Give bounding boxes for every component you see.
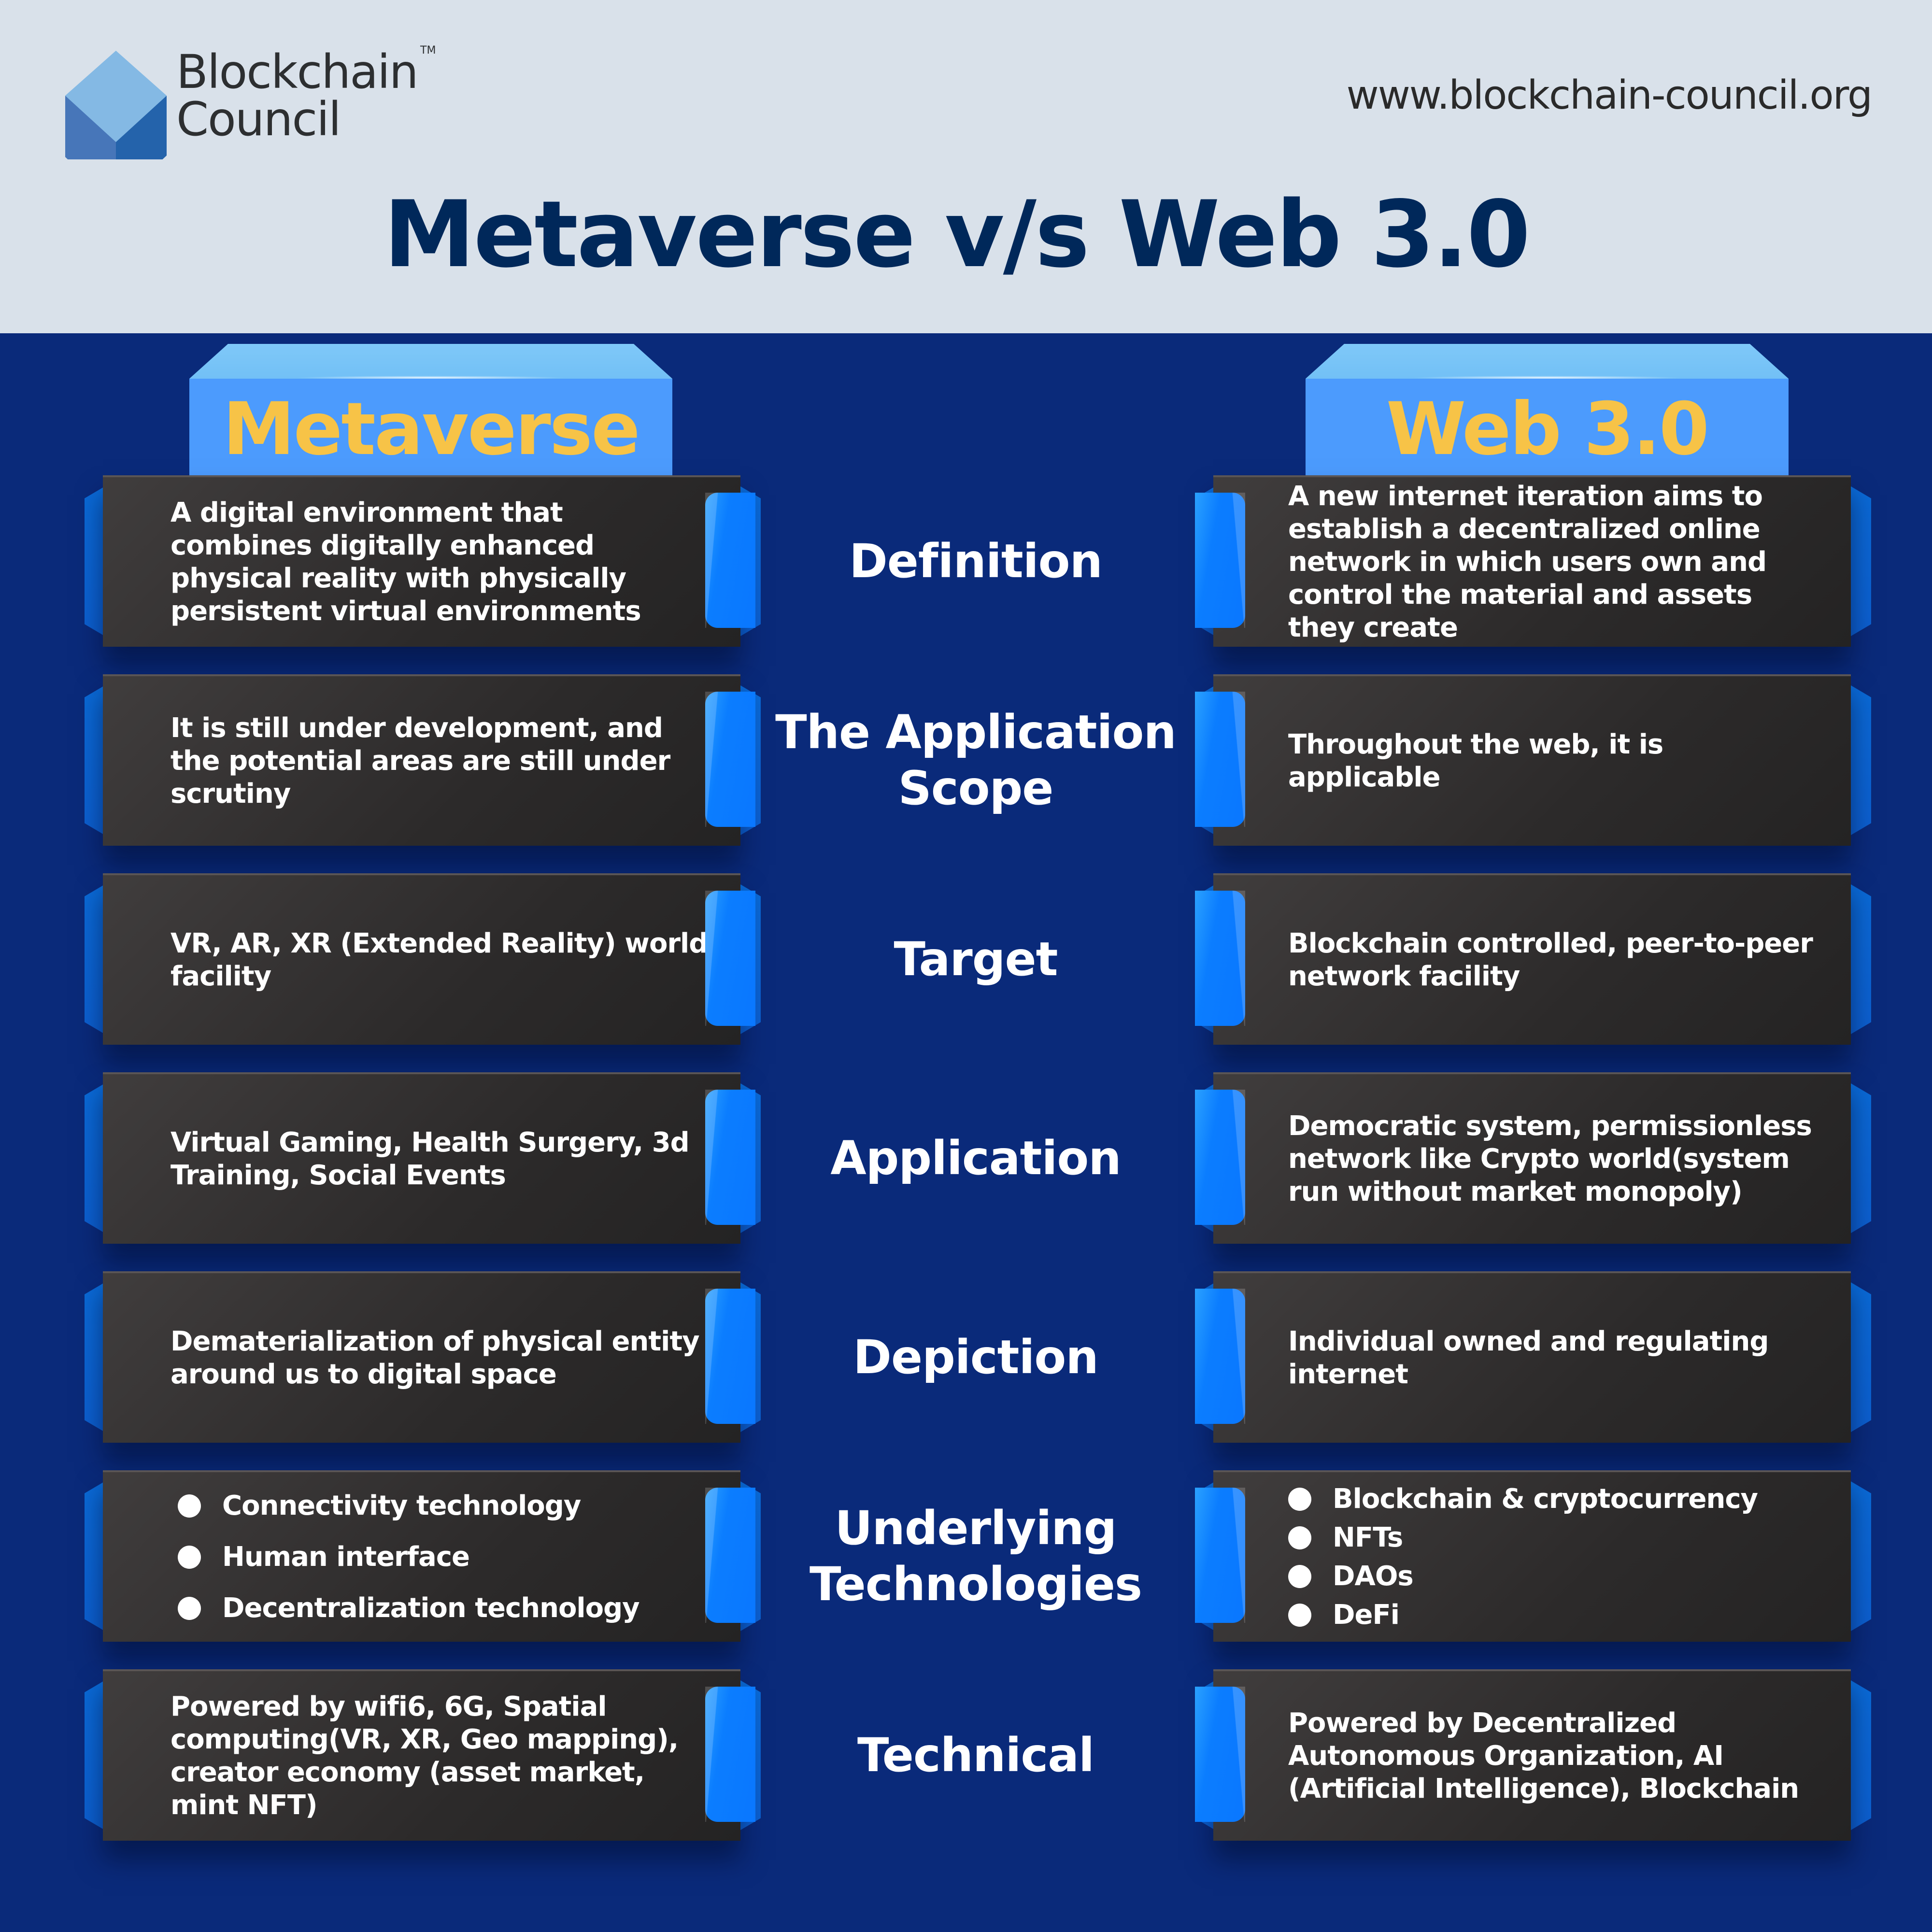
metaverse-tech-list: Connectivity technology Human interface … xyxy=(178,1480,640,1634)
list-item: Blockchain & cryptocurrency xyxy=(1288,1480,1758,1519)
web3-tech-list: Blockchain & cryptocurrency NFTs DAOs De… xyxy=(1288,1480,1758,1634)
card-side-tab xyxy=(1195,1687,1245,1822)
metaverse-application-card: Virtual Gaming, Health Surgery, 3d Train… xyxy=(103,1072,740,1244)
header-box-front xyxy=(189,379,672,475)
metaverse-technical-card: Powered by wifi6, 6G, Spatial computing(… xyxy=(103,1669,740,1841)
web3-technical-card: Powered by Decentralized Autonomous Orga… xyxy=(1213,1669,1851,1841)
list-item: Decentralization technology xyxy=(178,1583,640,1634)
metaverse-column-label: Metaverse xyxy=(223,387,640,471)
row-label-application-scope: The Application Scope xyxy=(775,705,1177,815)
web3-application-scope-card: Throughout the web, it is applicable xyxy=(1213,674,1851,846)
metaverse-depiction-text: Dematerialization of physical entity aro… xyxy=(170,1325,700,1390)
web3-column-header: Web 3.0 xyxy=(1306,344,1789,475)
logo-wordmark: Blockchain Council xyxy=(176,45,419,146)
web3-application-text: Democratic system, permissionless networ… xyxy=(1288,1110,1812,1208)
row-label-underlying-technologies: Underlying Technologies xyxy=(809,1501,1142,1611)
logo-line-1: Blockchain xyxy=(176,45,419,99)
card-side-tab xyxy=(1195,493,1245,628)
header-banner: Blockchain Council TM www.blockchain-cou… xyxy=(0,0,1932,333)
web3-column-label: Web 3.0 xyxy=(1386,387,1709,471)
row-label-technical: Technical xyxy=(857,1728,1094,1782)
metaverse-target-text: VR, AR, XR (Extended Reality) world faci… xyxy=(170,927,708,992)
list-item: NFTs xyxy=(1288,1519,1758,1557)
list-item: DeFi xyxy=(1288,1596,1758,1634)
list-item: Connectivity technology xyxy=(178,1480,639,1532)
metaverse-depiction-card: Dematerialization of physical entity aro… xyxy=(103,1271,740,1443)
web3-technical-text: Powered by Decentralized Autonomous Orga… xyxy=(1288,1707,1799,1804)
list-item: DAOs xyxy=(1288,1557,1758,1596)
header-box-front xyxy=(1306,379,1789,475)
metaverse-application-text: Virtual Gaming, Health Surgery, 3d Train… xyxy=(170,1126,690,1191)
web3-definition-text: A new internet iteration aims to establi… xyxy=(1288,480,1767,643)
card-side-tab xyxy=(705,1687,755,1822)
card-side-tab xyxy=(705,1488,755,1623)
website-url: www.blockchain-council.org xyxy=(1346,72,1873,118)
card-side-tab xyxy=(705,891,755,1026)
web3-depiction-card: Individual owned and regulating internet xyxy=(1213,1271,1851,1443)
web3-target-card: Blockchain controlled, peer-to-peer netw… xyxy=(1213,873,1851,1045)
metaverse-definition-card: A digital environment that combines digi… xyxy=(103,475,740,647)
header-box-roof xyxy=(1306,344,1789,379)
web3-application-card: Democratic system, permissionless networ… xyxy=(1213,1072,1851,1244)
web3-depiction-text: Individual owned and regulating internet xyxy=(1288,1325,1769,1390)
metaverse-target-card: VR, AR, XR (Extended Reality) world faci… xyxy=(103,873,740,1045)
trademark-symbol: TM xyxy=(420,44,436,57)
card-side-tab xyxy=(705,493,755,628)
row-label-depiction: Depiction xyxy=(853,1330,1098,1384)
card-side-tab xyxy=(705,1090,755,1225)
list-item: Human interface xyxy=(178,1532,639,1583)
card-side-tab xyxy=(1195,1090,1245,1225)
logo-line-2: Council xyxy=(176,92,341,146)
card-side-tab xyxy=(705,692,755,827)
card-side-tab xyxy=(705,1289,755,1424)
metaverse-application-scope-text: It is still under development, and the p… xyxy=(170,712,670,810)
row-label-application: Application xyxy=(830,1131,1121,1185)
metaverse-technical-text: Powered by wifi6, 6G, Spatial computing(… xyxy=(170,1690,679,1821)
header-box-roof xyxy=(189,344,672,379)
web3-application-scope-text: Throughout the web, it is applicable xyxy=(1288,728,1663,793)
page-title: Metaverse v/s Web 3.0 xyxy=(384,181,1530,288)
metaverse-application-scope-card: It is still under development, and the p… xyxy=(103,674,740,846)
card-side-tab xyxy=(1195,1488,1245,1623)
row-label-definition: Definition xyxy=(849,534,1103,588)
blockchain-council-logo: Blockchain Council TM xyxy=(65,44,452,159)
web3-definition-card: A new internet iteration aims to establi… xyxy=(1213,475,1851,647)
web3-target-text: Blockchain controlled, peer-to-peer netw… xyxy=(1288,927,1813,992)
row-label-target: Target xyxy=(894,932,1058,986)
metaverse-definition-text: A digital environment that combines digi… xyxy=(170,497,641,627)
roof-highlight xyxy=(296,376,566,380)
metaverse-underlying-tech-card: Connectivity technology Human interface … xyxy=(103,1470,740,1642)
roof-highlight xyxy=(1412,376,1682,380)
cube-logo-icon xyxy=(65,51,167,159)
metaverse-column-header: Metaverse xyxy=(189,344,672,475)
card-side-tab xyxy=(1195,1289,1245,1424)
web3-underlying-tech-card: Blockchain & cryptocurrency NFTs DAOs De… xyxy=(1213,1470,1851,1642)
card-side-tab xyxy=(1195,692,1245,827)
card-side-tab xyxy=(1195,891,1245,1026)
